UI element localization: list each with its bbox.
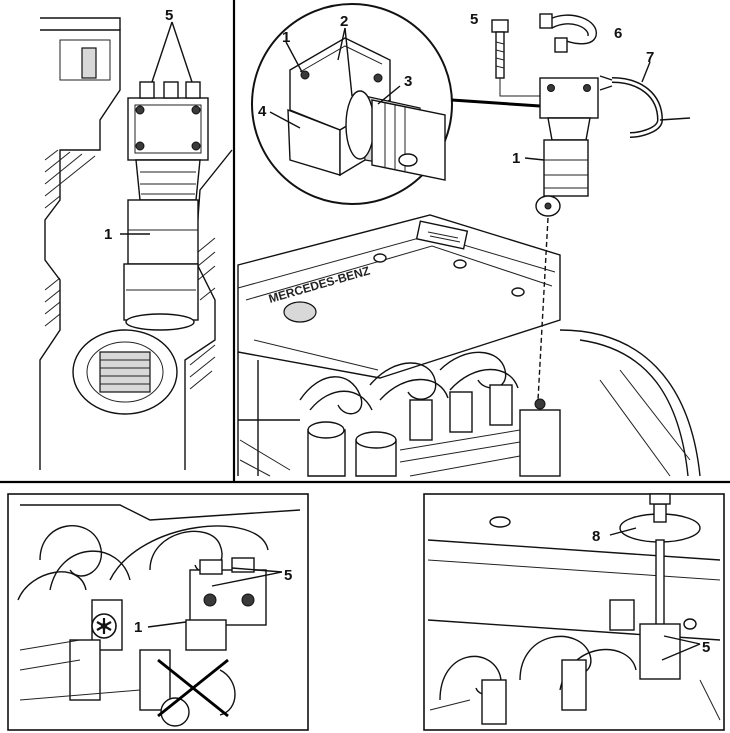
fuel-lines [299,351,519,415]
label-5-section: 5 [165,7,173,24]
panel-section-view: 5 1 [10,4,233,476]
label-1-inset: 1 [282,29,290,46]
panel-engine-overview: MERCEDES-BENZ [237,3,701,477]
label-5-exploded: 5 [470,11,478,28]
panel-tool-detail: 8 5 [423,493,725,731]
label-3-inset: 3 [404,73,412,90]
unit-pump-section [123,81,209,331]
special-tool [619,493,701,680]
valve-cover: MERCEDES-BENZ [237,214,561,379]
pump-row [399,384,561,477]
label-1-removal: 1 [134,619,142,636]
label-5-removal: 5 [284,567,292,584]
label-8-tool: 8 [592,528,600,545]
camshaft-section [72,329,178,415]
detail-inset: 1 2 3 4 [251,3,453,205]
panel-removal-detail: 5 1 [7,493,309,731]
label-1-exploded: 1 [512,150,520,167]
fuel-filters [307,421,397,477]
exploded-parts: 5 6 7 1 [470,11,691,401]
inset-pointer [451,98,541,108]
label-7-exploded: 7 [646,49,654,66]
label-6-exploded: 6 [614,25,622,42]
label-5-tool: 5 [702,639,710,656]
label-2-inset: 2 [340,13,348,30]
warning-symbol-icon [91,613,117,639]
prohibited-x-mark [157,658,229,718]
label-4-inset: 4 [258,103,267,120]
label-1-section: 1 [104,226,112,243]
